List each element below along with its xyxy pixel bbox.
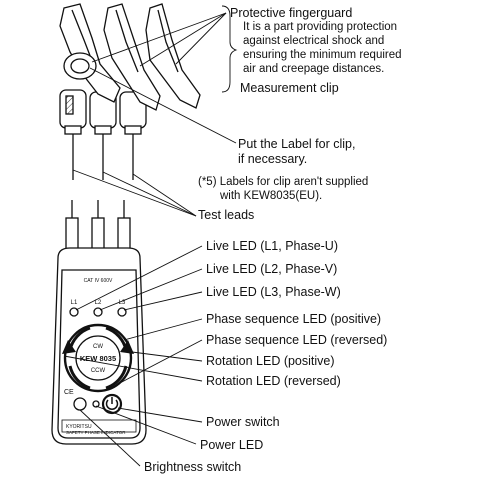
fingerguard-desc-1: It is a part providing protection bbox=[243, 21, 398, 33]
footnote-2: with KEW8035(EU). bbox=[220, 190, 323, 202]
fingerguard-desc-4: air and creepage distances. bbox=[243, 63, 385, 75]
ccw-text: CCW bbox=[91, 368, 106, 374]
label-power-led: Power LED bbox=[200, 438, 264, 452]
clip-brace bbox=[221, 5, 238, 93]
fingerguard-desc-3: ensuring the minimum required bbox=[243, 49, 402, 61]
terminal-label-l2: L2 bbox=[95, 300, 102, 306]
terminal-label-l3: L3 bbox=[119, 300, 126, 306]
ce-mark: CE bbox=[64, 389, 74, 396]
cw-text: CW bbox=[93, 344, 103, 350]
label-rotation-pos: Rotation LED (positive) bbox=[206, 354, 335, 368]
label-brightness-switch: Brightness switch bbox=[144, 460, 242, 474]
brand-text: KYORITSU bbox=[66, 424, 92, 430]
label-measurement-clip: Measurement clip bbox=[240, 81, 339, 95]
callout-lines-top bbox=[72, 5, 238, 217]
footnote-1: (*5) Labels for clip aren't supplied bbox=[198, 176, 369, 188]
clip-3 bbox=[119, 3, 201, 180]
model-text: KEW 8035 bbox=[80, 354, 116, 363]
rotation-arrow-cw bbox=[120, 340, 134, 354]
phase-sequence-leds bbox=[68, 326, 128, 390]
rotation-arrow-ccw bbox=[62, 340, 76, 354]
power-led bbox=[92, 400, 100, 408]
label-power-switch: Power switch bbox=[206, 415, 280, 429]
tester-body bbox=[51, 200, 147, 445]
terminal-label-l1: L1 bbox=[71, 300, 78, 306]
brightness-switch-button[interactable] bbox=[73, 397, 87, 411]
clip-1 bbox=[59, 3, 121, 180]
label-fingerguard: Protective fingerguard bbox=[230, 6, 353, 20]
measurement-clips bbox=[59, 3, 201, 180]
label-live-led-l1: Live LED (L1, Phase-U) bbox=[206, 239, 339, 253]
label-phase-seq-rev: Phase sequence LED (reversed) bbox=[206, 333, 388, 347]
label-phase-seq-pos: Phase sequence LED (positive) bbox=[206, 312, 382, 326]
rating-text: CAT IV 600V bbox=[84, 278, 113, 284]
label-clip-label-1: Put the Label for clip, bbox=[238, 137, 356, 151]
callout-lines-bottom bbox=[63, 245, 203, 467]
label-rotation-rev: Rotation LED (reversed) bbox=[206, 374, 341, 388]
clip-2 bbox=[89, 3, 161, 180]
label-test-leads: Test leads bbox=[198, 208, 255, 222]
fingerguard-desc-2: against electrical shock and bbox=[243, 35, 385, 47]
product-text: SAFETY PHASE INDICATOR bbox=[66, 430, 126, 435]
label-clip-label-2: if necessary. bbox=[238, 152, 308, 166]
label-live-led-l3: Live LED (L3, Phase-W) bbox=[206, 285, 341, 299]
label-live-led-l2: Live LED (L2, Phase-V) bbox=[206, 262, 338, 276]
